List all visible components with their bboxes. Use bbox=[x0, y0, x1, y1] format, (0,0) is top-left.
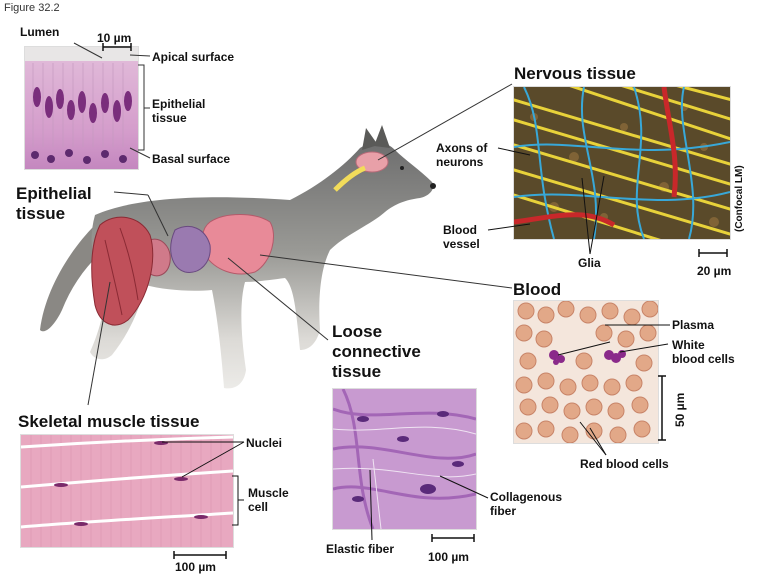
red-blood-cells-label: Red blood cells bbox=[580, 457, 669, 471]
muscle-scale-label: 100 µm bbox=[175, 560, 216, 574]
lumen-label: Lumen bbox=[20, 25, 59, 39]
plasma-label: Plasma bbox=[672, 318, 714, 332]
epithelial-title: Epithelial tissue bbox=[16, 184, 92, 224]
axons-label: Axons of neurons bbox=[436, 141, 487, 169]
epithelial-scale-label: 10 µm bbox=[97, 31, 131, 45]
connective-scale-label: 100 µm bbox=[428, 550, 469, 564]
nervous-blood-vessel-label: Blood vessel bbox=[443, 223, 480, 251]
muscle-title: Skeletal muscle tissue bbox=[18, 412, 199, 432]
nervous-title: Nervous tissue bbox=[514, 64, 636, 84]
nervous-micrograph bbox=[513, 86, 731, 240]
collagenous-fiber-label: Collagenous fiber bbox=[490, 490, 562, 518]
blood-scale-label: 50 µm bbox=[673, 393, 687, 427]
muscle-micrograph bbox=[20, 434, 234, 548]
confocal-label: (Confocal LM) bbox=[733, 165, 747, 232]
blood-title: Blood bbox=[513, 280, 561, 300]
epithelial-tissue-label: Epithelial tissue bbox=[152, 97, 205, 125]
blood-micrograph bbox=[513, 300, 659, 444]
nervous-scale-label: 20 µm bbox=[697, 264, 731, 278]
basal-surface-label: Basal surface bbox=[152, 152, 230, 166]
connective-title: Loose connective tissue bbox=[332, 322, 421, 382]
apical-surface-label: Apical surface bbox=[152, 50, 234, 64]
muscle-cell-label: Muscle cell bbox=[248, 486, 289, 514]
nuclei-label: Nuclei bbox=[246, 436, 282, 450]
elastic-fiber-label: Elastic fiber bbox=[326, 542, 394, 556]
connective-micrograph bbox=[332, 388, 477, 530]
glia-label: Glia bbox=[578, 256, 601, 270]
white-blood-cells-label: White blood cells bbox=[672, 338, 735, 366]
